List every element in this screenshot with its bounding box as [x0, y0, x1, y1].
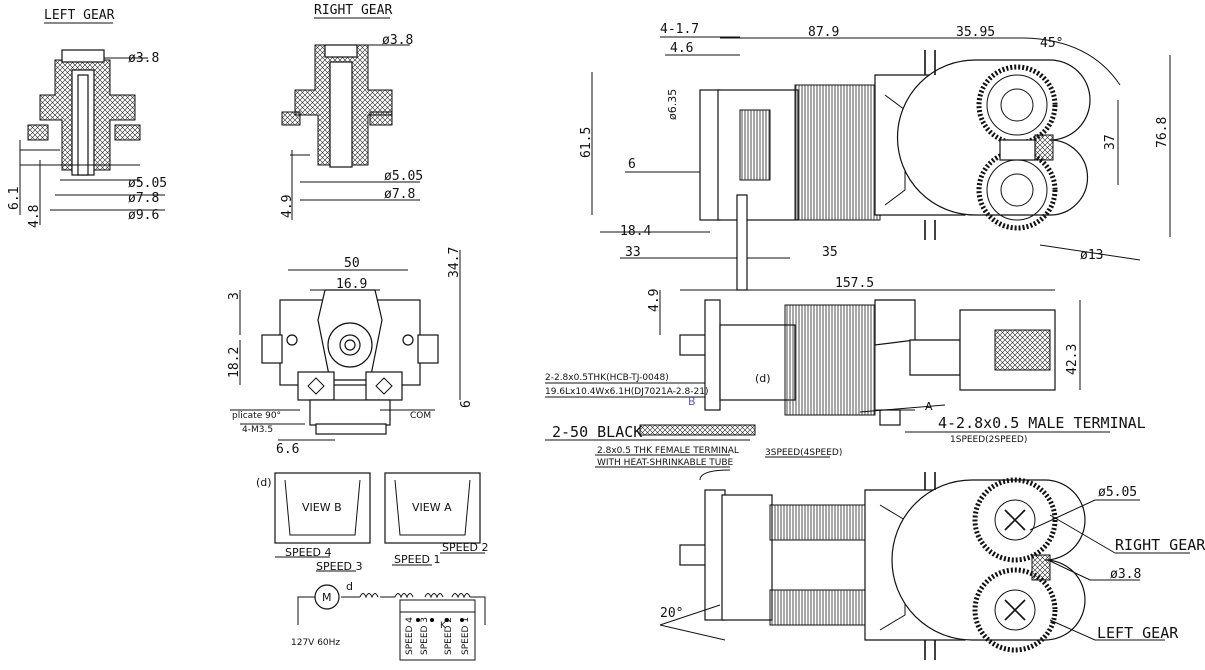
tv-dim-35: 35 — [822, 245, 838, 260]
lg-dim-d505: ø5.05 — [128, 176, 167, 191]
rg-dim-49: 4.9 — [280, 195, 295, 218]
view-speed4: SPEED 4 — [285, 546, 331, 559]
sv-female1: 2.8x0.5 THK FEMALE TERMINAL — [597, 446, 739, 456]
bv-d38: ø3.8 — [1110, 567, 1141, 582]
tv-gear-top — [976, 64, 1058, 146]
circuit: M d K 127V 60Hz SPEED 4 SPEED 3 SPEED 2 … — [291, 580, 486, 661]
tv-dim-46: 4.6 — [670, 41, 693, 56]
views-ab: (d) VIEW B VIEW A SPEED 4 SPEED 3 SPEED … — [256, 472, 488, 573]
bv-right-gear: RIGHT GEAR — [1115, 536, 1205, 554]
lg-dim-48: 4.8 — [27, 205, 42, 228]
bv-a20: 20° — [660, 606, 683, 621]
tv-dim-6: 6 — [628, 157, 636, 172]
sv-dim-49: 4.9 — [647, 289, 662, 312]
circuit-s1: SPEED 1 — [461, 617, 471, 655]
fv-dim-182: 18.2 — [227, 347, 242, 378]
rg-dim-d38: ø3.8 — [382, 33, 413, 48]
fv-com: COM — [410, 411, 431, 421]
bv-gear-top — [972, 477, 1058, 563]
tv-dim-184: 18.4 — [620, 224, 651, 239]
view-d-label: (d) — [256, 476, 272, 489]
tv-dim-417: 4-1.7 — [660, 22, 699, 37]
view-a-label: VIEW A — [412, 501, 452, 514]
left-gear-title: LEFT GEAR — [44, 8, 115, 23]
view-b-label: VIEW B — [302, 501, 342, 514]
fv-m35: 4-M3.5 — [242, 425, 273, 435]
fv-dim-347: 34.7 — [447, 247, 462, 278]
motor-label: M — [322, 591, 332, 604]
tv-dim-879: 87.9 — [808, 25, 839, 40]
view-speed3: SPEED 3 — [316, 560, 362, 573]
sv-female2: WITH HEAT-SHRINKABLE TUBE — [597, 458, 734, 468]
sv-b: B — [688, 395, 696, 408]
sv-speed34: 3SPEED(4SPEED) — [765, 448, 842, 458]
sv-d: (d) — [755, 372, 771, 385]
tv-dim-3595: 35.95 — [956, 25, 995, 40]
fv-dim-50: 50 — [344, 256, 360, 271]
lg-dim-d96: ø9.6 — [128, 208, 159, 223]
bv-d505: ø5.05 — [1098, 485, 1137, 500]
left-gear-section: LEFT GEAR ø3.8 ø5.05 ø7.8 ø9.6 6.1 4.8 — [7, 8, 167, 228]
fv-dim-3: 3 — [227, 292, 242, 300]
view-speed1: SPEED 1 — [394, 553, 440, 566]
side-view: 4.9 42.3 2-2.8x0.5THK(HCB-TJ-0048) 19.6L… — [545, 289, 1146, 468]
tv-gear-bottom — [976, 149, 1058, 231]
front-view: 50 16.9 34.7 3 18.2 6 plicate 90° 4-M3.5… — [227, 247, 474, 457]
circuit-voltage: 127V 60Hz — [291, 638, 340, 648]
circuit-k: K — [440, 621, 447, 631]
circuit-s4: SPEED 4 — [405, 617, 415, 655]
right-gear-title: RIGHT GEAR — [314, 3, 392, 18]
tv-dim-37: 37 — [1103, 134, 1118, 150]
sv-speed12: 1SPEED(2SPEED) — [950, 435, 1027, 445]
tv-dim-615: 61.5 — [579, 127, 594, 158]
lg-dim-d78: ø7.8 — [128, 191, 159, 206]
bv-left-gear: LEFT GEAR — [1097, 624, 1179, 642]
view-speed2: SPEED 2 — [442, 541, 488, 554]
bv-gear-bottom — [972, 567, 1058, 653]
lg-dim-61: 6.1 — [7, 187, 22, 210]
fv-dim-66: 6.6 — [276, 442, 299, 457]
sv-male-terminal: 4-2.8x0.5 MALE TERMINAL — [938, 414, 1146, 432]
right-gear-section: RIGHT GEAR ø3.8 ø5.05 ø7.8 4.9 — [280, 3, 423, 220]
circuit-d: d — [346, 580, 353, 593]
sv-term2: 19.6Lx10.4Wx6.1H(DJ7021A-2.8-21) — [545, 387, 708, 397]
tv-dim-1575: 157.5 — [835, 276, 874, 291]
tv-dim-33: 33 — [625, 245, 641, 260]
bottom-view: ø5.05 RIGHT GEAR ø3.8 LEFT GEAR 20° — [659, 469, 1205, 660]
top-view: 4-1.7 4.6 87.9 35.95 45° 61.5 ø6.35 6 37… — [579, 22, 1171, 291]
rg-dim-d505: ø5.05 — [384, 169, 423, 184]
tv-dim-13: ø13 — [1080, 248, 1103, 263]
tv-dim-768: 76.8 — [1155, 117, 1170, 148]
fv-dim-6: 6 — [459, 400, 474, 408]
sv-term1: 2-2.8x0.5THK(HCB-TJ-0048) — [545, 373, 669, 383]
sv-black: 2-50 BLACK — [552, 423, 642, 441]
circuit-s2: SPEED 2 — [444, 617, 454, 655]
motor-symbol — [314, 584, 340, 610]
tv-dim-45: 45° — [1040, 36, 1063, 51]
rg-dim-d78: ø7.8 — [384, 187, 415, 202]
tv-dim-635: ø6.35 — [666, 89, 679, 120]
lg-dim-d38: ø3.8 — [128, 51, 159, 66]
fv-plicate: plicate 90° — [232, 411, 281, 421]
circuit-s3: SPEED 3 — [420, 617, 430, 655]
fv-dim-169: 16.9 — [336, 277, 367, 292]
sv-dim-423: 42.3 — [1065, 344, 1080, 375]
